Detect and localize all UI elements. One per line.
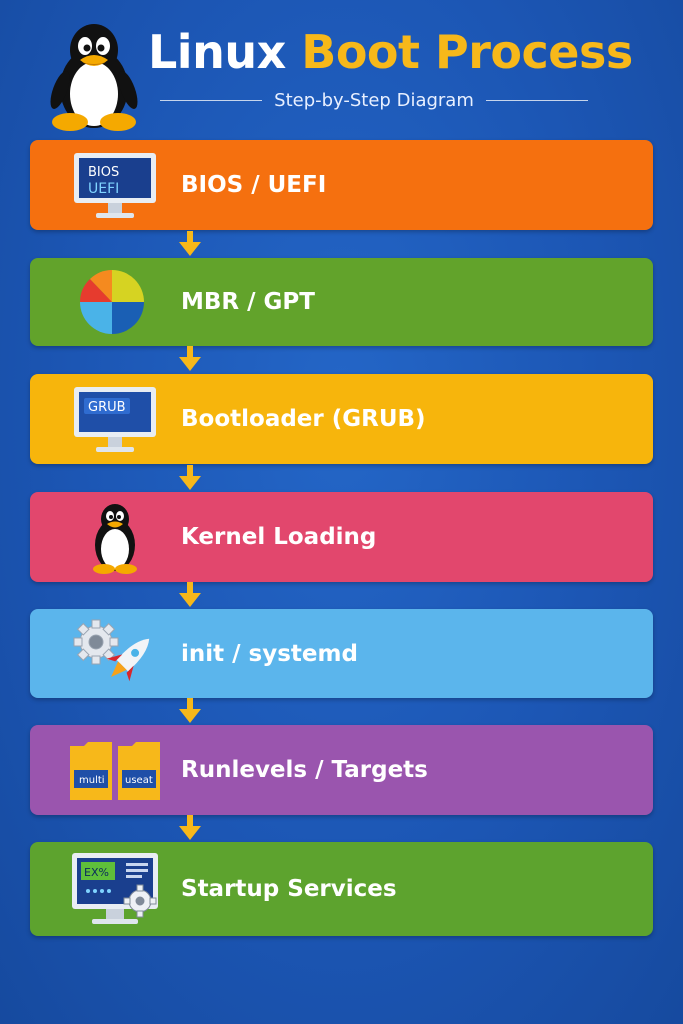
folder-useat-text: useat: [125, 775, 153, 786]
step-label: init / systemd: [181, 640, 358, 667]
down-arrow-icon: [179, 698, 201, 723]
step-label: MBR / GPT: [181, 289, 315, 315]
step-runlevels-targets: multi useat Runlevels / Targets: [30, 725, 653, 815]
down-arrow-icon: [179, 815, 201, 840]
step-kernel-loading: Kernel Loading: [30, 492, 653, 582]
step-label: Runlevels / Targets: [181, 757, 428, 783]
step-init-systemd: init / systemd: [30, 609, 653, 698]
step-label: Kernel Loading: [181, 524, 377, 550]
down-arrow-icon: [179, 346, 201, 371]
folders-icon: multi useat: [70, 742, 160, 800]
subtitle-row: Step-by-Step Diagram: [160, 88, 589, 112]
down-arrow-icon: [179, 582, 201, 607]
header: Linux Boot Process Step-by-Step Diagram: [0, 0, 683, 140]
step-label: BIOS / UEFI: [181, 172, 327, 198]
partition-pie-icon: [80, 270, 144, 334]
subtitle-rule-left: [160, 99, 263, 101]
down-arrow-icon: [179, 465, 201, 490]
page-title: Linux Boot Process: [148, 25, 633, 79]
grub-monitor-icon: GRUB: [74, 387, 156, 452]
tux-logo-icon: [50, 24, 138, 131]
services-monitor-icon: EX%: [72, 853, 158, 924]
gear-rocket-icon: [73, 619, 150, 681]
step-startup-services: EX% Startup Services: [30, 842, 653, 936]
uefi-icon-text: UEFI: [88, 181, 119, 197]
title-part-boot-process: Boot Process: [301, 25, 633, 79]
step-label: Bootloader (GRUB): [181, 406, 426, 432]
down-arrow-icon: [179, 231, 201, 256]
step-mbr-gpt: MBR / GPT: [30, 258, 653, 346]
step-bios-uefi: BIOS UEFI BIOS / UEFI: [30, 140, 653, 230]
bios-icon-text: BIOS: [88, 165, 119, 180]
folder-multi-text: multi: [79, 775, 105, 786]
step-label: Startup Services: [181, 876, 397, 902]
title-part-linux: Linux: [148, 25, 286, 79]
grub-icon-text: GRUB: [88, 400, 126, 415]
tux-penguin-icon: [93, 504, 137, 574]
bios-monitor-icon: BIOS UEFI: [74, 153, 156, 218]
subtitle: Step-by-Step Diagram: [274, 89, 474, 111]
services-icon-text: EX%: [84, 866, 109, 879]
subtitle-rule-right: [485, 99, 589, 101]
step-bootloader-grub: GRUB Bootloader (GRUB): [30, 374, 653, 464]
